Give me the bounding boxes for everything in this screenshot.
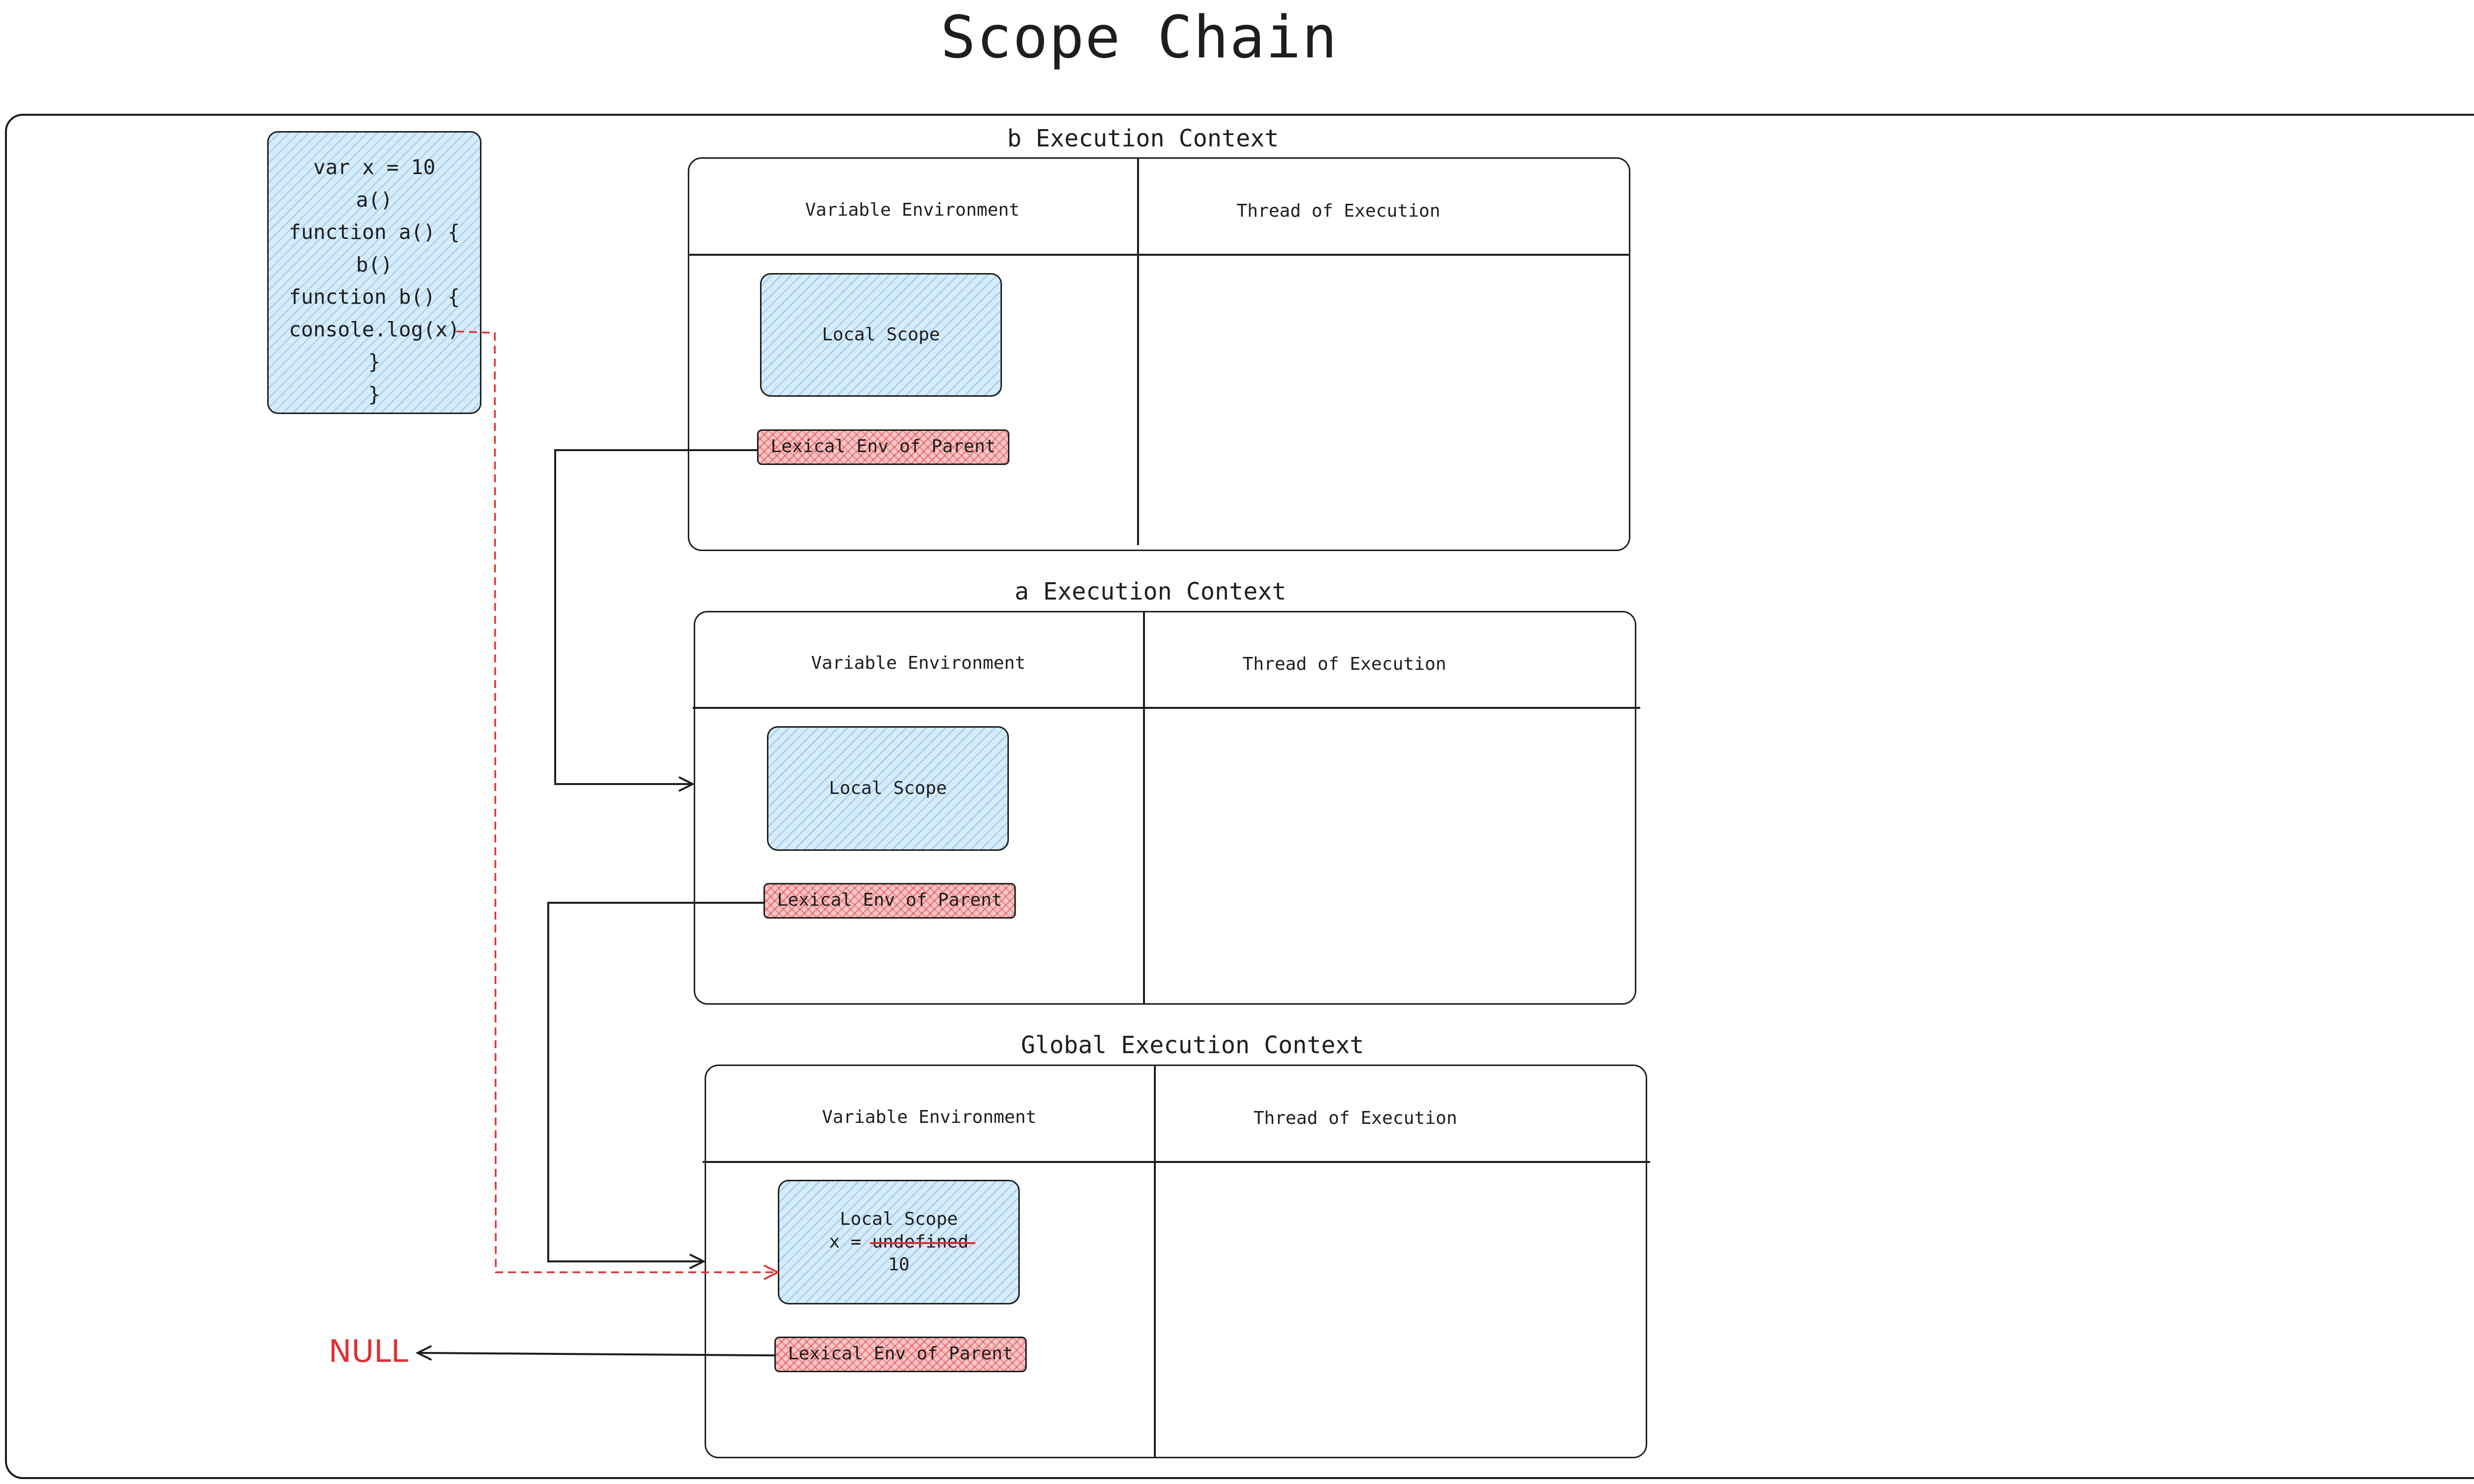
code-line: function a() {: [288, 220, 460, 244]
a-local-scope: Local Scope: [767, 726, 1009, 851]
a-to-global-arrowhead: [689, 1253, 706, 1269]
code-line: }: [368, 350, 381, 373]
b-context-header-divider: [688, 254, 1630, 256]
global-to-null-arrowhead: [415, 1345, 432, 1361]
global-x-variable: x = undefined: [829, 1231, 969, 1253]
a-context-header-divider: [693, 707, 1640, 709]
b-lexical-env-of-parent: Lexical Env of Parent: [757, 429, 1009, 465]
b-local-scope-label: Local Scope: [822, 325, 940, 345]
global-context-title: Global Execution Context: [1021, 1031, 1364, 1059]
b-context-title: b Execution Context: [1007, 125, 1279, 152]
global-to-null-arrow: [418, 1352, 775, 1356]
a-variable-environment-label: Variable Environment: [811, 653, 1026, 673]
global-local-scope: Local Scope x = undefined 10: [778, 1180, 1020, 1304]
x-new-value: 10: [888, 1254, 910, 1275]
a-local-scope-label: Local Scope: [829, 778, 947, 798]
code-line: }: [368, 382, 381, 406]
variable-lookup-arrowhead: [763, 1264, 780, 1280]
code-line: function b() {: [288, 285, 460, 309]
a-thread-of-execution-label: Thread of Execution: [1242, 654, 1446, 674]
x-prefix: x =: [829, 1232, 872, 1252]
x-old-value-struck: undefined: [872, 1232, 969, 1252]
b-local-scope: Local Scope: [760, 273, 1002, 397]
a-context-title: a Execution Context: [1014, 578, 1286, 605]
a-lexical-env-of-parent: Lexical Env of Parent: [763, 883, 1016, 919]
b-execution-context: [688, 157, 1630, 551]
null-label: NULL: [329, 1333, 408, 1369]
page-title: Scope Chain: [940, 3, 1338, 71]
diagram-frame: [5, 114, 2474, 1479]
global-local-scope-label: Local Scope: [840, 1209, 958, 1229]
a-execution-context: [694, 611, 1636, 1005]
b-thread-of-execution-label: Thread of Execution: [1237, 201, 1440, 221]
b-to-a-scope-arrow: [554, 449, 757, 785]
code-snippet: var x = 10 a() function a() { b() functi…: [267, 131, 481, 414]
global-variable-environment-label: Variable Environment: [822, 1107, 1037, 1127]
a-to-global-scope-arrow: [547, 902, 763, 1262]
code-line: b(): [356, 252, 393, 277]
global-context-column-divider: [1154, 1066, 1156, 1457]
b-variable-environment-label: Variable Environment: [805, 200, 1020, 220]
code-line: console.log(x): [288, 317, 460, 341]
global-lexical-env-of-parent: Lexical Env of Parent: [774, 1337, 1027, 1372]
variable-lookup-dashed-arrow: [456, 330, 776, 1273]
b-to-a-arrowhead: [678, 776, 695, 792]
code-line: a(): [356, 187, 393, 212]
a-context-column-divider: [1143, 612, 1145, 1004]
b-context-column-divider: [1137, 158, 1139, 545]
code-line: var x = 10: [313, 155, 435, 179]
global-thread-of-execution-label: Thread of Execution: [1253, 1108, 1457, 1128]
global-context-header-divider: [703, 1161, 1650, 1163]
